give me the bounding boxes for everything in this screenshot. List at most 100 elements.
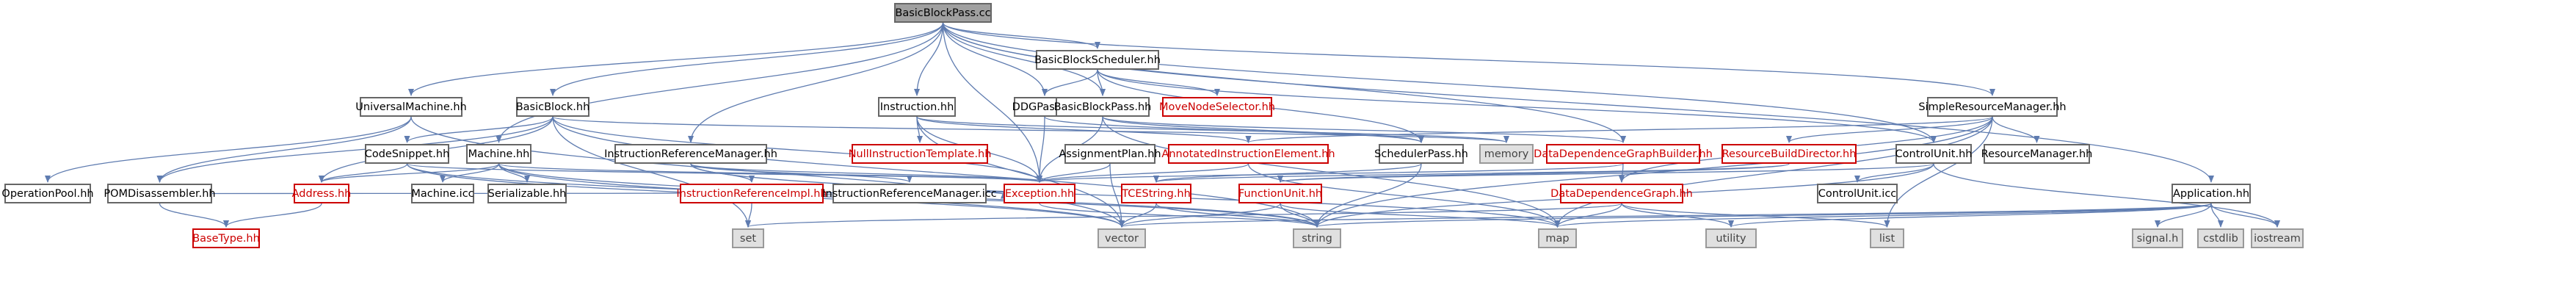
- edge-root-to-universalmachine: [408, 22, 944, 96]
- node-schedulerpass[interactable]: SchedulerPass.hh: [1374, 144, 1468, 164]
- edge-simpleresmgr-to-map: [1554, 116, 1993, 228]
- edge-address-to-basetype: [223, 203, 322, 228]
- edge-application-to-utility: [1728, 203, 2212, 228]
- edge-controlunit-to-functionunit: [1277, 163, 1934, 183]
- edge-application-to-iostream: [2210, 203, 2280, 228]
- edge-assignmentplan-to-vector: [1109, 163, 1125, 228]
- node-instrrefimpl[interactable]: InstructionReferenceImpl.hh: [676, 184, 827, 203]
- edge-ddgpass-to-exception: [1037, 116, 1045, 183]
- edge-resbuilddirector-to-tcestring: [1153, 163, 1790, 183]
- node-nullinstrtemplate[interactable]: NullInstructionTemplate.hh: [849, 144, 991, 164]
- node-operationpool[interactable]: OperationPool.hh: [1, 184, 94, 203]
- node-annotatedinstr[interactable]: AnnotatedInstructionElement.hh: [1161, 144, 1335, 164]
- edge-instruction-to-memory: [916, 116, 1509, 143]
- node-ddgbuilder[interactable]: DataDependenceGraphBuilder.hh: [1534, 144, 1713, 164]
- edge-controlunit-to-iostream: [1933, 163, 2280, 228]
- node-codesnippet[interactable]: CodeSnippet.hh: [365, 144, 449, 164]
- node-application[interactable]: Application.hh: [2172, 184, 2251, 203]
- node-bbscheduler[interactable]: BasicBlockScheduler.hh: [1034, 50, 1161, 70]
- edge-application-to-cstdlib: [2210, 203, 2224, 228]
- edge-functionunit-to-map: [1280, 203, 1561, 228]
- edge-root-to-machine: [496, 22, 944, 143]
- node-pomdisassembler[interactable]: POMDisassembler.hh: [104, 184, 216, 203]
- edge-application-to-signal: [2155, 203, 2212, 228]
- edge-tcestring-to-string: [1155, 203, 1320, 228]
- edge-ddg-to-set: [745, 203, 1622, 228]
- edge-schedulerpass-to-tcestring: [1153, 163, 1422, 183]
- node-machineicc[interactable]: Machine.icc: [411, 184, 474, 203]
- edge-annotatedinstr-to-exception: [1037, 163, 1249, 183]
- node-basicblock[interactable]: BasicBlock.hh: [516, 97, 589, 117]
- edge-instrrefimpl-to-set: [745, 203, 752, 228]
- node-bbpass[interactable]: BasicBlockPass.hh: [1054, 97, 1151, 117]
- node-map[interactable]: map: [1538, 228, 1577, 248]
- node-root[interactable]: BasicBlockPass.cc: [894, 3, 992, 23]
- edge-machine-to-address: [319, 163, 500, 183]
- edge-controlunit-to-controluniticc: [1854, 163, 1934, 183]
- edge-root-to-controlunit: [942, 22, 1937, 143]
- edge-root-to-bbpass: [942, 22, 1106, 96]
- node-instrrefmgricc[interactable]: InstructionReferenceManager.icc: [822, 184, 997, 203]
- node-resbuilddirector[interactable]: ResourceBuildDirector.hh: [1721, 144, 1857, 164]
- node-address[interactable]: Address.hh: [292, 184, 351, 203]
- edge-simpleresmgr-to-resourcemanager: [1992, 116, 2040, 143]
- edge-simpleresmgr-to-annotatedinstr: [1246, 116, 1993, 143]
- edge-root-to-ddgpass: [942, 22, 1048, 96]
- edge-codesnippet-to-address: [319, 163, 408, 183]
- node-memory[interactable]: memory: [1479, 144, 1534, 164]
- edge-bbscheduler-to-movenodeselector: [1097, 69, 1220, 96]
- edge-root-to-bbscheduler: [942, 22, 1100, 49]
- edge-instrrefmgr-to-exception: [690, 163, 1042, 183]
- node-signal[interactable]: signal.h: [2132, 228, 2183, 248]
- edge-root-to-instruction: [914, 22, 944, 96]
- edge-basicblock-to-memory: [552, 116, 1509, 143]
- node-utility[interactable]: utility: [1705, 228, 1757, 248]
- edge-basicblock-to-string: [552, 116, 1320, 228]
- edge-instruction-to-annotatedinstr: [916, 116, 1252, 143]
- edge-root-to-exception: [942, 22, 1042, 183]
- node-instruction[interactable]: Instruction.hh: [878, 97, 956, 117]
- edge-root-to-application: [942, 22, 2214, 183]
- node-list[interactable]: list: [1870, 228, 1904, 248]
- node-simpleresmgr[interactable]: SimpleResourceManager.hh: [1918, 97, 2067, 117]
- node-assignmentplan[interactable]: AssignmentPlan.hh: [1059, 144, 1161, 164]
- edge-machine-to-machineicc: [440, 163, 500, 183]
- edge-bbscheduler-to-ddgpass: [1042, 69, 1098, 96]
- node-machine[interactable]: Machine.hh: [466, 144, 531, 164]
- edge-basicblock-to-codesnippet: [404, 116, 554, 143]
- node-iostream[interactable]: iostream: [2251, 228, 2304, 248]
- edge-machine-to-exception: [498, 163, 1042, 183]
- node-resourcemanager[interactable]: ResourceManager.hh: [1981, 144, 2092, 164]
- edge-basicblock-to-set: [552, 116, 751, 228]
- node-serializable[interactable]: Serializable.hh: [487, 184, 567, 203]
- node-set[interactable]: set: [732, 228, 764, 248]
- edge-bbpass-to-schedulerpass: [1102, 116, 1424, 143]
- edge-universalmachine-to-operationpool: [45, 116, 412, 183]
- edge-basicblock-to-pomdisassembler: [156, 116, 554, 183]
- node-controlunit[interactable]: ControlUnit.hh: [1895, 144, 1972, 164]
- edge-bbscheduler-to-controlunit: [1097, 69, 1937, 143]
- node-exception[interactable]: Exception.hh: [1004, 184, 1075, 203]
- edge-simpleresmgr-to-list: [1884, 116, 1993, 228]
- edge-pomdisassembler-to-basetype: [159, 203, 229, 228]
- node-string[interactable]: string: [1293, 228, 1341, 248]
- edge-application-to-map: [1555, 203, 2212, 228]
- edge-bbscheduler-to-bbpass: [1097, 69, 1106, 96]
- edge-simpleresmgr-to-resbuilddirector: [1786, 116, 1993, 143]
- node-cstdlib[interactable]: cstdlib: [2197, 228, 2244, 248]
- node-instrrefmgr[interactable]: InstructionReferenceManager.hh: [604, 144, 777, 164]
- edge-application-to-vector: [1119, 203, 2212, 228]
- node-basetype[interactable]: BaseType.hh: [192, 228, 260, 248]
- node-ddg[interactable]: DataDependenceGraph.hh: [1550, 184, 1693, 203]
- node-movenodeselector[interactable]: MoveNodeSelector.hh: [1159, 97, 1275, 117]
- edge-ddgbuilder-to-exception: [1037, 163, 1624, 183]
- node-universalmachine[interactable]: UniversalMachine.hh: [355, 97, 467, 117]
- edge-root-to-basicblock: [550, 22, 944, 96]
- node-functionunit[interactable]: FunctionUnit.hh: [1238, 184, 1322, 203]
- node-vector[interactable]: vector: [1097, 228, 1146, 248]
- node-controluniticc[interactable]: ControlUnit.icc: [1817, 184, 1898, 203]
- node-tcestring[interactable]: TCEString.hh: [1121, 184, 1191, 203]
- edge-bbpass-to-ddgbuilder: [1102, 116, 1626, 143]
- edge-instruction-to-vector: [916, 116, 1125, 228]
